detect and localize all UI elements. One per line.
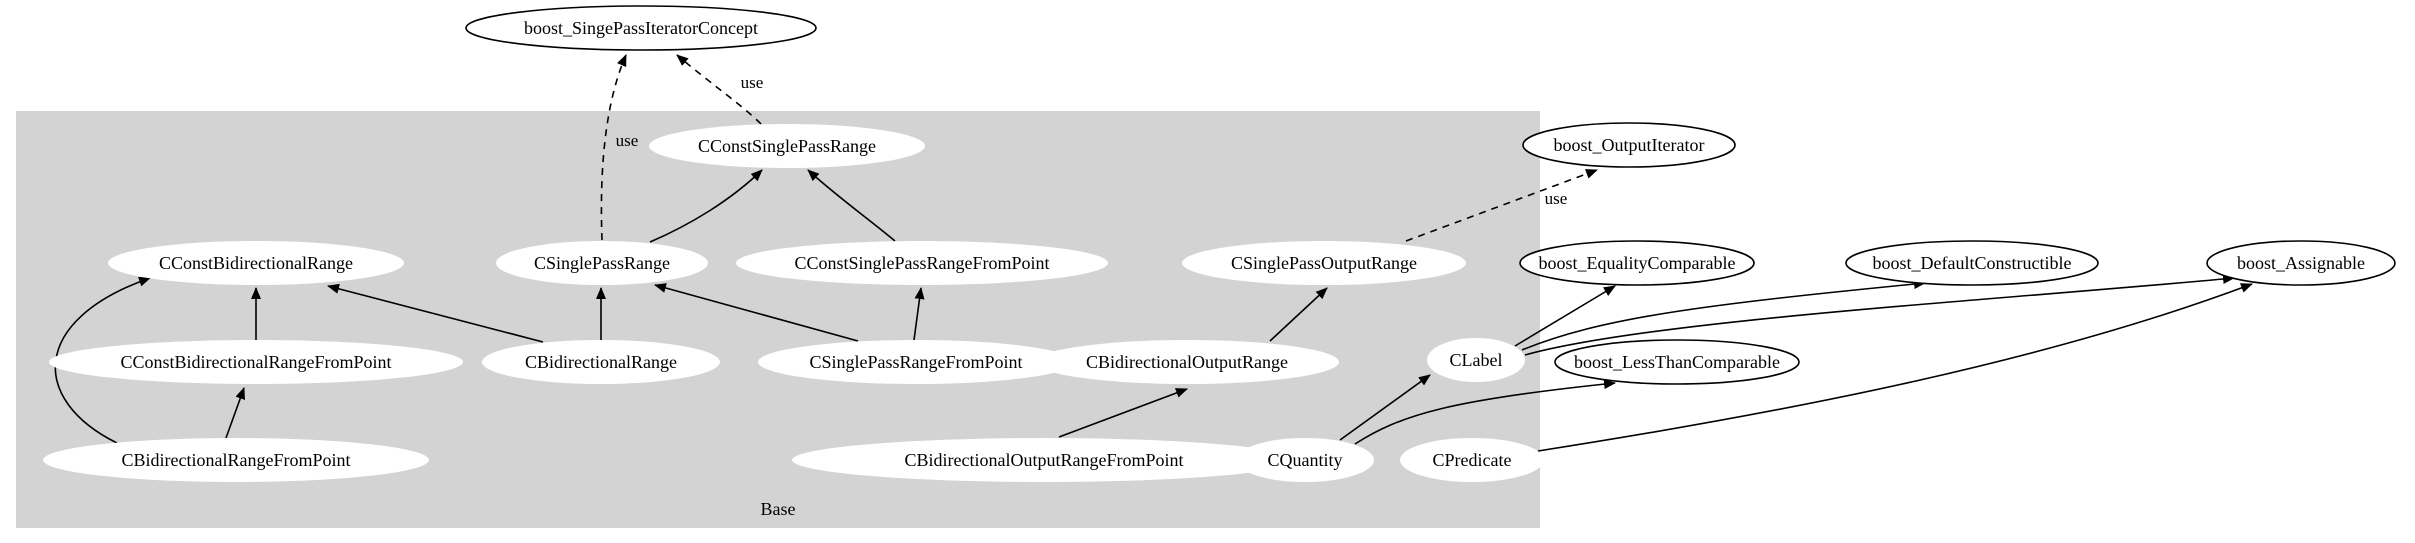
node-ellipse [465, 5, 817, 51]
node-boost-outputiterator[interactable]: boost_OutputIterator [1522, 122, 1736, 168]
node-ellipse [1035, 340, 1339, 384]
node-cconstsinglepassrange[interactable]: CConstSinglePassRange [649, 124, 925, 168]
node-ellipse [1400, 438, 1544, 482]
node-ellipse [1427, 338, 1525, 382]
node-boost-lessthancomparable[interactable]: boost_LessThanComparable [1554, 339, 1800, 385]
node-label: CSinglePassRangeFromPoint [809, 352, 1022, 372]
edge-pred-to-assig [1537, 283, 2253, 452]
node-ellipse [1182, 241, 1466, 285]
node-label: boost_SingePassIteratorConcept [524, 18, 758, 38]
node-ellipse [43, 438, 429, 482]
edge-cspr-to-singe [676, 54, 762, 125]
node-boost-assignable[interactable]: boost_Assignable [2206, 240, 2396, 286]
node-label: CLabel [1450, 350, 1503, 370]
node-label: CConstBidirectionalRange [159, 253, 353, 273]
node-ellipse [792, 438, 1296, 482]
node-ellipse [1554, 339, 1800, 385]
node-label: CBidirectionalRange [525, 352, 677, 372]
edge-spr-to-singe [600, 54, 627, 241]
node-clabel[interactable]: CLabel [1427, 338, 1525, 382]
node-label: CBidirectionalOutputRange [1086, 352, 1288, 372]
node-ellipse [2206, 240, 2396, 286]
node-ellipse [1236, 438, 1374, 482]
node-cconstsinglepassrangefrompoint[interactable]: CConstSinglePassRangeFromPoint [736, 241, 1108, 285]
edge-sprfp-to-csprfp [913, 287, 925, 341]
edges-layer: use use use [54, 54, 2253, 452]
node-ellipse [758, 340, 1074, 384]
edge-qty-to-label [1339, 374, 1431, 441]
edge-qty-to-ltc [1354, 379, 1616, 445]
node-boost-singepassiteratorconcept[interactable]: boost_SingePassIteratorConcept [465, 5, 817, 51]
edge-label-to-defc [1521, 279, 1926, 351]
node-boost-defaultconstructible[interactable]: boost_DefaultConstructible [1845, 240, 2099, 286]
node-label: CSinglePassRange [534, 253, 670, 273]
node-cpredicate[interactable]: CPredicate [1400, 438, 1544, 482]
node-label: boost_Assignable [2237, 253, 2365, 273]
edge-spor-to-outit [1405, 169, 1598, 242]
node-boost-equalitycomparable[interactable]: boost_EqualityComparable [1519, 240, 1755, 286]
edge-label-to-eqc [1514, 285, 1616, 347]
base-cluster-label: Base [761, 499, 796, 519]
edge-sprfp-to-spr [654, 283, 859, 342]
nodes-layer: boost_SingePassIteratorConcept boost_Outp… [43, 5, 2396, 482]
node-label: CConstSinglePassRangeFromPoint [794, 253, 1049, 273]
node-label: boost_EqualityComparable [1539, 253, 1736, 273]
node-label: boost_LessThanComparable [1574, 352, 1780, 372]
node-ellipse [1519, 240, 1755, 286]
node-cbidirectionaloutputrange[interactable]: CBidirectionalOutputRange [1035, 340, 1339, 384]
node-cconstbidirectionalrangefrompoint[interactable]: CConstBidirectionalRangeFromPoint [49, 340, 463, 384]
node-label: CBidirectionalOutputRangeFromPoint [905, 450, 1184, 470]
edge-label-to-assig [1524, 274, 2235, 356]
node-csinglepassrange[interactable]: CSinglePassRange [496, 241, 708, 285]
edge-bor-to-spor [1269, 287, 1328, 342]
node-ellipse [1845, 240, 2099, 286]
edge-csprfp-to-cspr [807, 169, 896, 242]
edge-spr-to-cspr [649, 169, 763, 243]
edge-borfp-to-bor [1058, 388, 1188, 438]
edge-label-use: use [741, 73, 764, 92]
node-csinglepassrangefrompoint[interactable]: CSinglePassRangeFromPoint [758, 340, 1074, 384]
node-label: CBidirectionalRangeFromPoint [122, 450, 351, 470]
node-ellipse [736, 241, 1108, 285]
node-csinglepassoutputrange[interactable]: CSinglePassOutputRange [1182, 241, 1466, 285]
node-label: CConstSinglePassRange [698, 136, 876, 156]
edge-label-use: use [1545, 189, 1568, 208]
node-cbidirectionalrangefrompoint[interactable]: CBidirectionalRangeFromPoint [43, 438, 429, 482]
node-ellipse [482, 340, 720, 384]
node-ellipse [496, 241, 708, 285]
edge-label-use: use [616, 131, 639, 150]
edge-brfp-to-cbrfp [225, 387, 245, 439]
node-ellipse [649, 124, 925, 168]
node-cconstbidirectionalrange[interactable]: CConstBidirectionalRange [108, 241, 404, 285]
node-label: CSinglePassOutputRange [1231, 253, 1417, 273]
node-cbidirectionaloutputrangefrompoint[interactable]: CBidirectionalOutputRangeFromPoint [792, 438, 1296, 482]
node-ellipse [49, 340, 463, 384]
node-cquantity[interactable]: CQuantity [1236, 438, 1374, 482]
node-cbidirectionalrange[interactable]: CBidirectionalRange [482, 340, 720, 384]
node-ellipse [1522, 122, 1736, 168]
node-label: CPredicate [1433, 450, 1512, 470]
node-label: boost_OutputIterator [1554, 135, 1705, 155]
node-label: CConstBidirectionalRangeFromPoint [121, 352, 392, 372]
edge-br-to-cbr [327, 283, 544, 343]
node-ellipse [108, 241, 404, 285]
node-label: CQuantity [1268, 450, 1343, 470]
node-label: boost_DefaultConstructible [1873, 253, 2072, 273]
